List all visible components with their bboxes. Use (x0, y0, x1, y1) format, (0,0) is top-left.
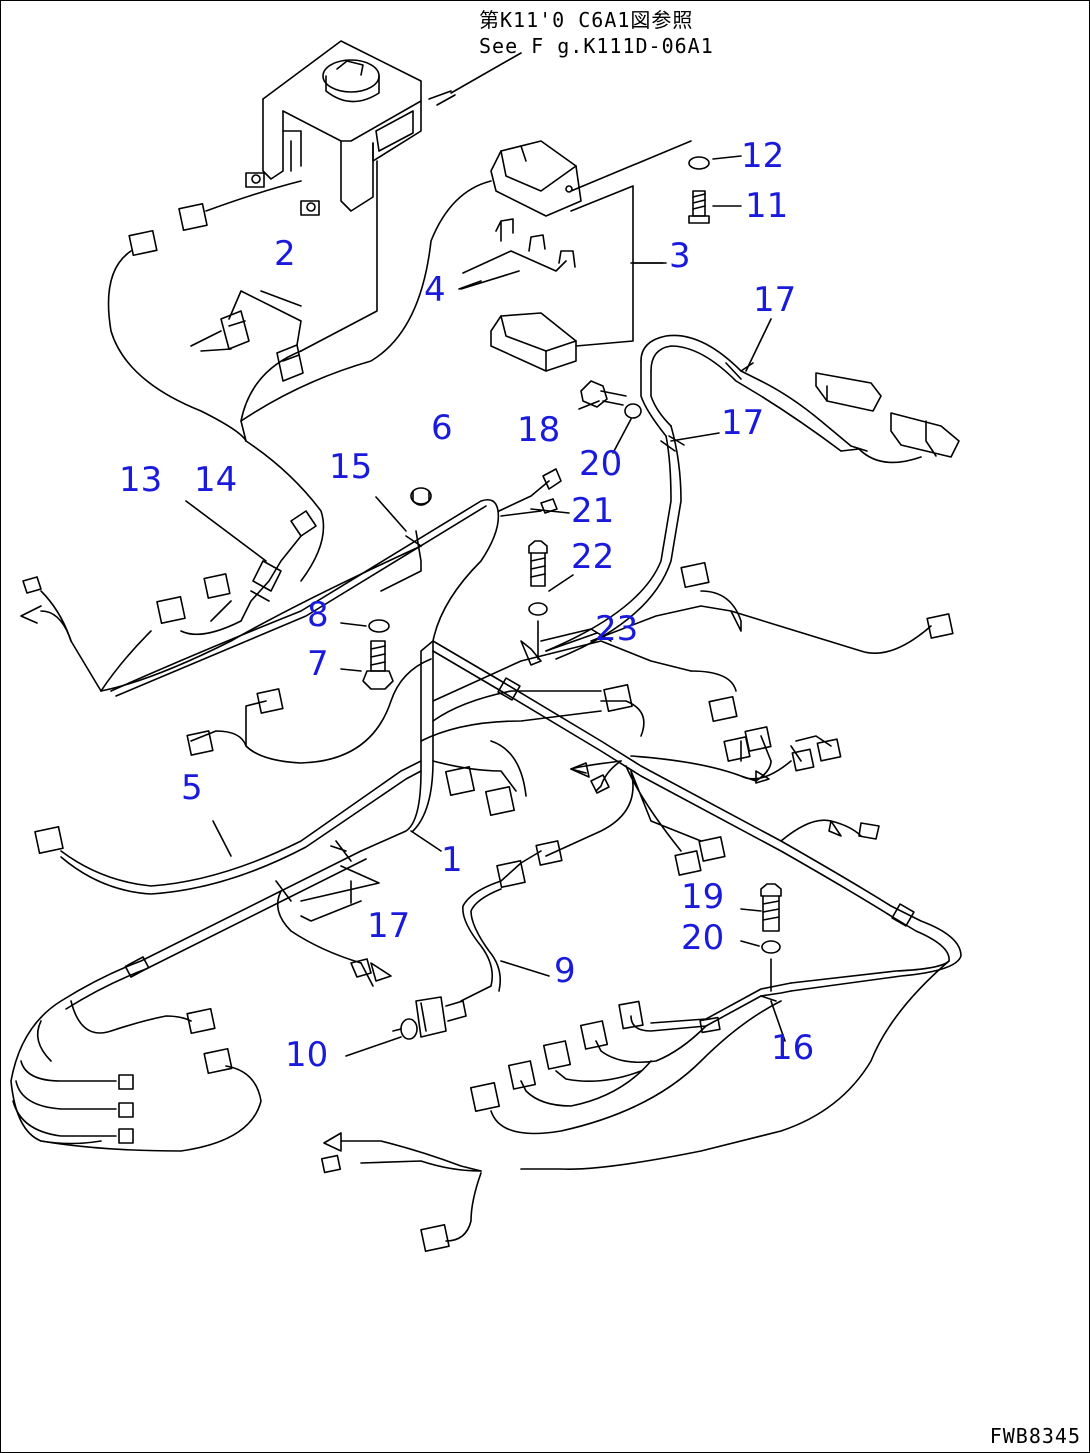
bolt-7-washer-8 (362, 619, 394, 690)
rocker-switches (190, 290, 304, 382)
callout-20-upper[interactable]: 20 (579, 444, 623, 484)
callout-5[interactable]: 5 (181, 768, 203, 808)
callout-19[interactable]: 19 (681, 877, 725, 917)
callout-6[interactable]: 6 (431, 408, 453, 448)
callout-18[interactable]: 18 (517, 410, 561, 450)
connectors-13-14 (20, 510, 422, 692)
callout-7[interactable]: 7 (307, 644, 329, 684)
callout-21[interactable]: 21 (571, 491, 615, 531)
main-harness-upper (110, 468, 562, 852)
callout-11[interactable]: 11 (745, 186, 789, 226)
callout-14[interactable]: 14 (194, 460, 238, 500)
callout-8[interactable]: 8 (307, 595, 329, 635)
callout-22[interactable]: 22 (571, 537, 615, 577)
reference-note-jp: 第K11'0 C6A1図参照 (479, 8, 694, 32)
lower-right-harness (320, 883, 950, 1253)
switch-bracket-assembly (245, 40, 422, 352)
callout-20-lower[interactable]: 20 (681, 918, 725, 958)
callout-23[interactable]: 23 (595, 609, 639, 649)
callout-1[interactable]: 1 (441, 840, 463, 880)
left-harness-5 (34, 658, 432, 895)
callout-17-mid-right[interactable]: 17 (721, 403, 765, 443)
reference-note-en: See F g.K111D-06A1 (479, 34, 714, 58)
lower-left-harness (10, 840, 392, 1152)
callout-10[interactable]: 10 (285, 1035, 329, 1075)
bolt-22-clamp-23 (520, 540, 548, 666)
callout-2[interactable]: 2 (274, 234, 296, 274)
cover-and-clips (460, 140, 692, 372)
callout-17-lower-left[interactable]: 17 (367, 906, 411, 946)
upper-right-harness (545, 334, 960, 660)
callout-9[interactable]: 9 (554, 951, 576, 991)
callout-13[interactable]: 13 (119, 460, 163, 500)
callout-12[interactable]: 12 (741, 136, 785, 176)
callout-leaders (185, 262, 786, 1057)
upper-left-harness (107, 180, 492, 582)
reference-leader (428, 52, 522, 106)
bolt-11-washer-12 (688, 155, 742, 224)
callout-17-upper-right[interactable]: 17 (753, 280, 797, 320)
callout-4[interactable]: 4 (424, 270, 446, 310)
callout-16[interactable]: 16 (771, 1028, 815, 1068)
callout-15[interactable]: 15 (329, 447, 373, 487)
drawing-number: FWB8345 (989, 1424, 1081, 1448)
callout-3[interactable]: 3 (669, 236, 691, 276)
central-harness (420, 561, 962, 992)
harness-9-switch-10 (392, 850, 542, 1040)
